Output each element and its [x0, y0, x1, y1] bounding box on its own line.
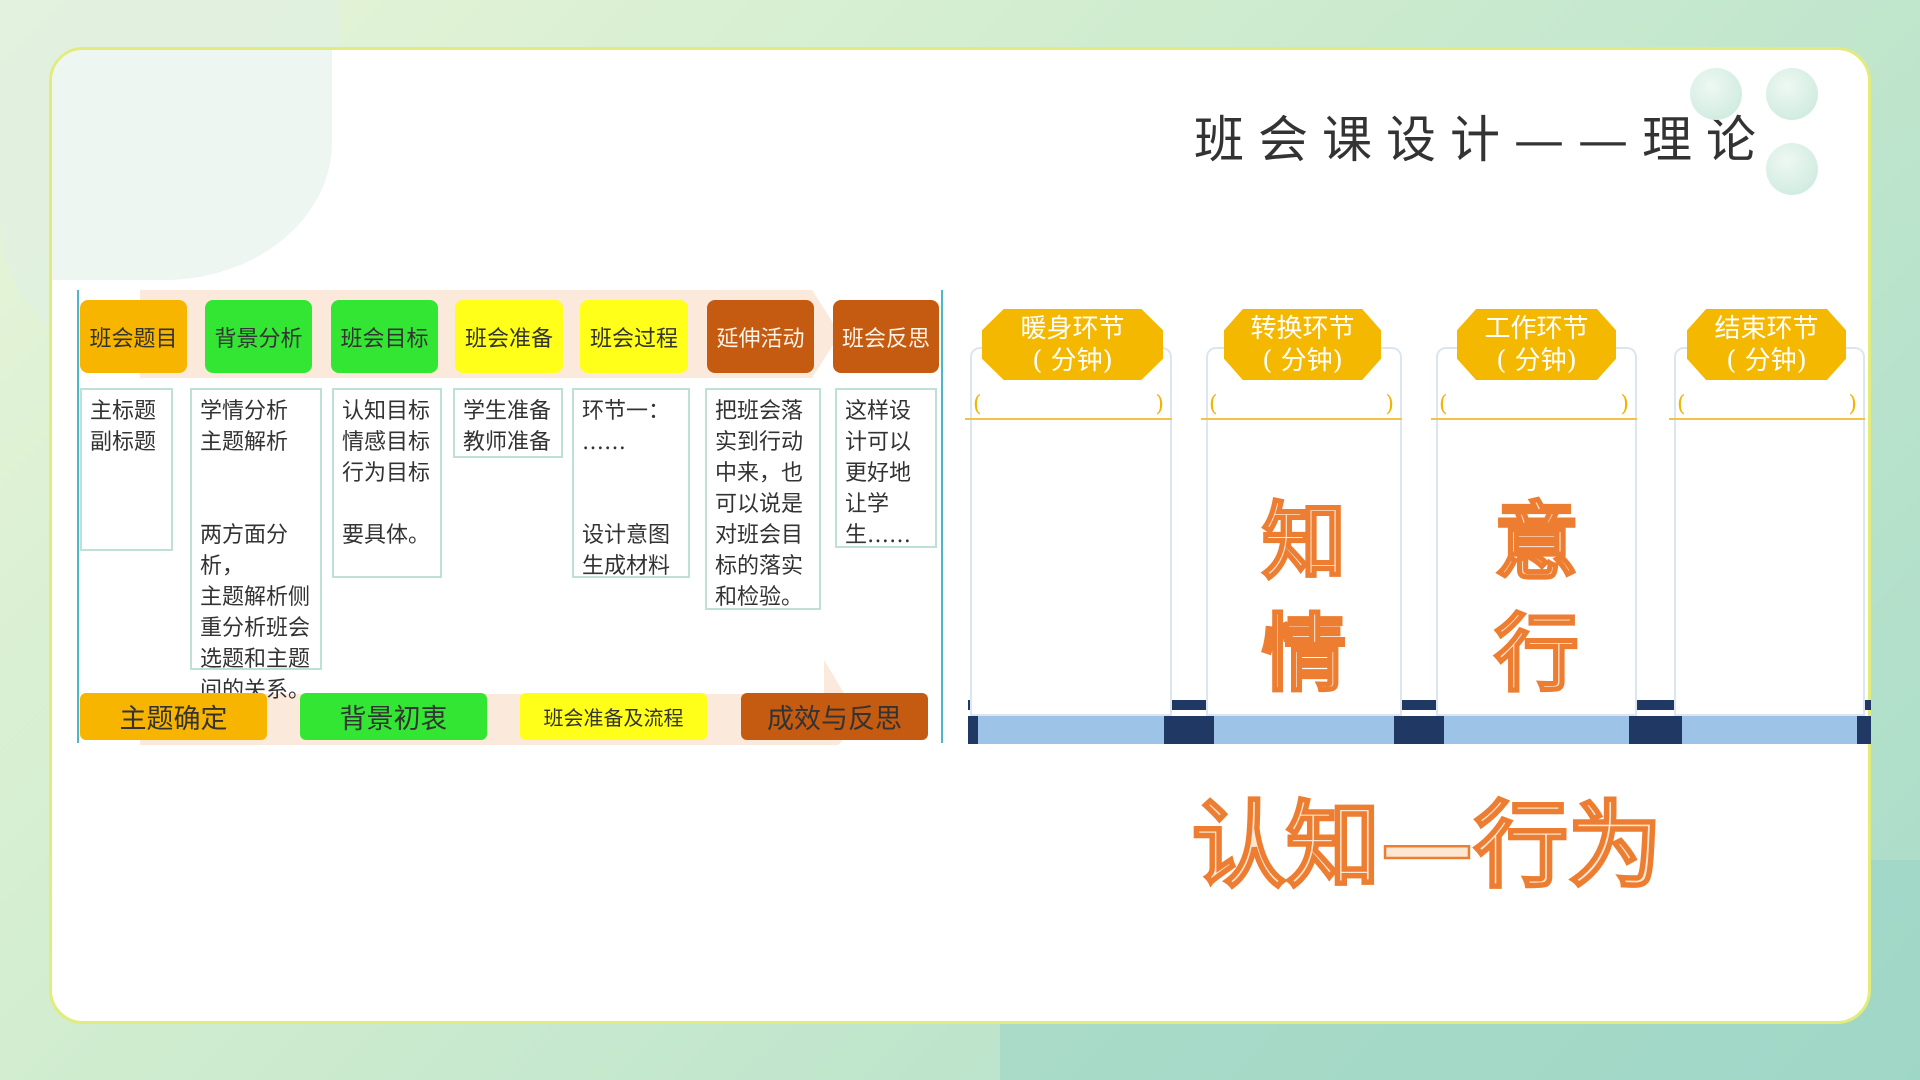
header-box-4: 班会过程 — [580, 300, 688, 373]
duration-field[interactable]: () — [1201, 392, 1402, 420]
stage-name: 转换环节 — [1250, 314, 1355, 344]
content-box-4: 环节一： …… 设计意图 生成材料 — [572, 388, 690, 579]
header-box-6: 班会反思 — [833, 300, 939, 373]
stage-box-1: 背景初衷 — [300, 693, 487, 740]
navy-strip — [968, 700, 1871, 710]
stage-badge-1: 转换环节( 分钟) — [1224, 309, 1381, 380]
stage-card-3 — [1674, 347, 1865, 716]
header-box-1: 背景分析 — [205, 300, 312, 373]
stage-card-1 — [1206, 347, 1402, 716]
stage-card-0 — [970, 347, 1172, 716]
bottom-caption: 认知—行为 — [1191, 791, 1664, 903]
stage-name: 工作环节 — [1484, 314, 1589, 344]
decor-dot — [1766, 68, 1818, 120]
header-box-2: 班会目标 — [331, 300, 438, 373]
stage-badge-3: 结束环节( 分钟) — [1687, 309, 1846, 380]
paren-open: ( — [1209, 392, 1218, 417]
paren-close: ) — [1848, 392, 1857, 417]
paren-open: ( — [973, 392, 982, 417]
slide-title: 班会课设计——理论 — [1194, 111, 1770, 169]
stage-box-0: 主题确定 — [80, 693, 267, 740]
stage-char: 行 — [1493, 604, 1580, 705]
decor-dot — [1766, 143, 1818, 195]
card-base — [1682, 716, 1857, 744]
content-box-3: 学生准备 教师准备 — [453, 388, 563, 458]
content-box-1: 学情分析 主题解析 两方面分析， 主题解析侧 重分析班会 选题和主题 间的关系。 — [190, 388, 322, 703]
stage-name: 暖身环节 — [1020, 314, 1125, 344]
paren-close: ) — [1620, 392, 1629, 417]
header-box-0: 班会题目 — [80, 300, 187, 373]
paren-open: ( — [1439, 392, 1448, 417]
stage-char: 意 — [1493, 492, 1580, 593]
stage-char: 情 — [1261, 604, 1348, 705]
card-base — [1214, 716, 1394, 744]
stage-box-2: 班会准备及流程 — [520, 693, 707, 740]
paren-open: ( — [1677, 392, 1686, 417]
stage-name: 结束环节 — [1714, 314, 1819, 344]
stage-box-3: 成效与反思 — [741, 693, 928, 740]
header-box-5: 延伸活动 — [707, 300, 814, 373]
stage-minutes: ( 分钟) — [1032, 346, 1113, 376]
stage-minutes: ( 分钟) — [1726, 346, 1807, 376]
card-base — [1444, 716, 1629, 744]
stage-char: 知 — [1261, 492, 1348, 593]
card-base — [978, 716, 1164, 744]
paren-close: ) — [1155, 392, 1164, 417]
stage-card-2 — [1436, 347, 1637, 716]
stage-minutes: ( 分钟) — [1496, 346, 1577, 376]
decor-dot — [1690, 68, 1742, 120]
content-box-5: 把班会落 实到行动 中来，也 可以说是 对班会目 标的落实 和检验。 — [705, 388, 821, 610]
content-box-6: 这样设 计可以 更好地 让学 生…… — [835, 388, 937, 548]
duration-field[interactable]: () — [1431, 392, 1637, 420]
stage-badge-2: 工作环节( 分钟) — [1457, 309, 1616, 380]
stage-minutes: ( 分钟) — [1262, 346, 1343, 376]
paren-close: ) — [1385, 392, 1394, 417]
stage-badge-0: 暖身环节( 分钟) — [982, 309, 1163, 380]
duration-field[interactable]: () — [1669, 392, 1865, 420]
header-box-3: 班会准备 — [455, 300, 563, 373]
content-box-2: 认知目标 情感目标 行为目标 要具体。 — [332, 388, 442, 578]
content-box-0: 主标题 副标题 — [80, 388, 173, 551]
duration-field[interactable]: () — [965, 392, 1172, 420]
